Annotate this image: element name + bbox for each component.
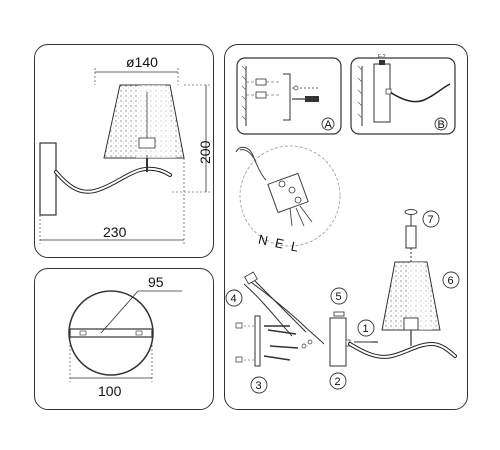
width-label: 230 — [103, 224, 127, 240]
callout-6: 6 — [442, 271, 460, 289]
dimension-lines: ø140 200 230 — [39, 54, 213, 244]
detail-a: A — [236, 57, 342, 135]
callout-1: 1 — [357, 319, 375, 337]
callout-4-label: 4 — [231, 293, 237, 305]
callout-6-label: 6 — [448, 275, 454, 287]
callout-7-label: 7 — [428, 214, 434, 226]
base-view: 95 100 — [68, 274, 182, 399]
detail-b: F-2 B — [350, 54, 456, 135]
wires-and-screws — [235, 271, 325, 367]
mounting-bar — [69, 328, 153, 338]
callout-3-label: 3 — [256, 380, 262, 392]
callout-3: 3 — [250, 376, 268, 394]
callout-5: 5 — [330, 287, 348, 305]
base-depth-label: 100 — [98, 383, 122, 399]
lamp-side-view — [39, 84, 185, 216]
callout-4: 4 — [225, 289, 243, 307]
shade-diameter-label: ø140 — [126, 54, 158, 70]
wiring-detail: N E L — [235, 145, 341, 255]
bracket-and-arm — [329, 311, 457, 367]
callout-5-label: 5 — [336, 291, 342, 303]
detail-b-callout: F-2 — [378, 54, 386, 60]
shade-assembly — [381, 209, 441, 346]
detail-b-label: B — [438, 119, 445, 131]
detail-a-label: A — [325, 119, 333, 131]
height-label: 200 — [197, 140, 213, 164]
callout-2: 2 — [329, 372, 347, 390]
callout-2-label: 2 — [335, 376, 341, 388]
callout-1-label: 1 — [363, 323, 369, 335]
base-diameter-label: 95 — [148, 274, 164, 290]
callout-7: 7 — [422, 210, 440, 228]
wall-plate — [39, 142, 57, 216]
